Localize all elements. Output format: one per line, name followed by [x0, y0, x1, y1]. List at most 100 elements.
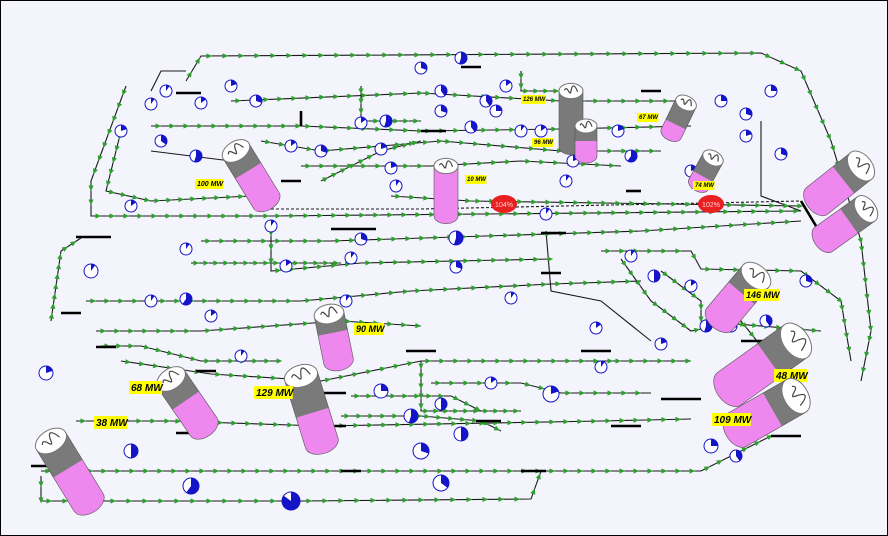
line-loading-pie[interactable]	[594, 360, 608, 374]
line-loading-pie[interactable]	[504, 291, 518, 305]
line-loading-pie[interactable]	[759, 314, 773, 328]
line-loading-pie[interactable]	[124, 199, 138, 213]
line-loading-pie[interactable]	[159, 84, 173, 98]
line-loading-pie[interactable]	[484, 376, 498, 390]
line-loading-pie[interactable]	[379, 114, 393, 128]
line-loading-pie[interactable]	[374, 142, 388, 156]
generator-g5[interactable]	[218, 135, 284, 216]
generator-g14[interactable]	[798, 146, 880, 221]
line-loading-pie[interactable]	[448, 230, 464, 246]
line-loading-pie[interactable]	[479, 94, 493, 108]
line-loading-pie[interactable]	[624, 249, 638, 263]
line-loading-pie[interactable]	[542, 385, 560, 403]
generator-g11[interactable]	[700, 257, 776, 338]
transmission-line[interactable]	[41, 435, 772, 472]
generator-g3[interactable]	[282, 361, 342, 459]
line-loading-pie[interactable]	[432, 474, 450, 492]
line-loading-pie[interactable]	[514, 124, 528, 138]
line-loading-pie[interactable]	[739, 129, 753, 143]
line-loading-pie[interactable]	[38, 365, 54, 381]
line-loading-pie[interactable]	[534, 124, 548, 138]
line-loading-pie[interactable]	[703, 438, 719, 454]
line-loading-pie[interactable]	[434, 397, 448, 411]
line-loading-pie[interactable]	[339, 294, 353, 308]
line-loading-pie[interactable]	[354, 232, 368, 246]
transmission-line[interactable]	[271, 200, 802, 210]
line-loading-pie[interactable]	[224, 79, 238, 93]
line-loading-pie[interactable]	[249, 94, 263, 108]
generator-g13[interactable]	[717, 373, 816, 452]
line-loading-pie[interactable]	[204, 309, 218, 323]
bus-bar[interactable]	[799, 200, 818, 227]
line-loading-pie[interactable]	[373, 383, 389, 399]
line-loading-pie[interactable]	[314, 144, 328, 158]
line-loading-pie[interactable]	[403, 408, 419, 424]
line-loading-pie[interactable]	[729, 449, 743, 463]
line-loading-pie[interactable]	[412, 442, 430, 460]
line-loading-pie[interactable]	[764, 84, 778, 98]
line-loading-pie[interactable]	[624, 149, 638, 163]
transmission-line[interactable]	[360, 86, 421, 122]
generator-g8[interactable]	[574, 118, 598, 164]
transmission-line[interactable]	[50, 237, 82, 322]
line-loading-pie[interactable]	[344, 251, 358, 265]
line-loading-pie[interactable]	[654, 337, 668, 351]
line-loading-pie[interactable]	[234, 349, 248, 363]
line-loading-pie[interactable]	[182, 477, 200, 495]
line-loading-pie[interactable]	[589, 321, 603, 335]
transmission-line[interactable]	[270, 226, 552, 272]
line-loading-pie[interactable]	[179, 292, 193, 306]
line-loading-pie[interactable]	[559, 174, 573, 188]
line-loading-pie[interactable]	[414, 61, 428, 75]
line-loading-pie[interactable]	[189, 149, 203, 163]
line-loading-pie[interactable]	[489, 104, 503, 118]
line-loading-pie[interactable]	[684, 279, 698, 293]
line-loading-pie[interactable]	[499, 79, 513, 93]
generator-g6[interactable]	[433, 157, 459, 224]
line-loading-pie[interactable]	[281, 491, 301, 511]
line-loading-pie[interactable]	[384, 161, 398, 175]
generator-g9[interactable]	[658, 92, 699, 145]
transmission-line[interactable]	[760, 121, 802, 212]
line-loading-pie[interactable]	[144, 294, 158, 308]
line-loading-pie[interactable]	[434, 104, 448, 118]
line-loading-pie[interactable]	[389, 179, 403, 193]
transmission-line[interactable]	[351, 395, 482, 412]
line-loading-pie[interactable]	[611, 124, 625, 138]
transmission-line[interactable]	[201, 220, 802, 242]
line-loading-pie[interactable]	[714, 94, 728, 108]
line-loading-pie[interactable]	[144, 97, 158, 111]
line-loading-pie[interactable]	[194, 96, 208, 110]
line-loading-pie[interactable]	[179, 242, 193, 256]
line-loading-pie[interactable]	[774, 147, 788, 161]
line-loading-pie[interactable]	[464, 120, 478, 134]
overload-indicator[interactable]: 102%	[698, 195, 724, 213]
line-loading-pie[interactable]	[264, 219, 278, 233]
line-loading-pie[interactable]	[647, 269, 661, 283]
line-loading-pie[interactable]	[279, 259, 293, 273]
overload-indicator[interactable]: 104%	[491, 195, 517, 213]
transmission-line[interactable]	[150, 70, 186, 92]
generator-g1[interactable]	[31, 423, 109, 521]
generator-g15[interactable]	[807, 191, 882, 257]
line-loading-pie[interactable]	[154, 134, 168, 148]
line-loading-pie[interactable]	[354, 116, 368, 130]
line-loading-pie[interactable]	[123, 443, 139, 459]
line-loading-pie[interactable]	[799, 274, 813, 288]
line-loading-pie[interactable]	[83, 263, 99, 279]
line-loading-pie[interactable]	[284, 139, 298, 153]
generator-g12[interactable]	[707, 317, 818, 412]
generator-g4[interactable]	[312, 302, 355, 374]
line-loading-pie[interactable]	[453, 426, 469, 442]
transmission-line[interactable]	[86, 280, 642, 302]
transmission-line[interactable]	[660, 270, 822, 332]
generator-g2[interactable]	[152, 362, 223, 445]
line-loading-pie[interactable]	[434, 84, 448, 98]
line-loading-pie[interactable]	[739, 107, 753, 121]
line-loading-pie[interactable]	[114, 124, 128, 138]
transmission-line[interactable]	[620, 258, 762, 347]
line-loading-pie[interactable]	[454, 51, 468, 65]
line-loading-pie[interactable]	[539, 207, 553, 221]
line-loading-pie[interactable]	[449, 260, 463, 274]
